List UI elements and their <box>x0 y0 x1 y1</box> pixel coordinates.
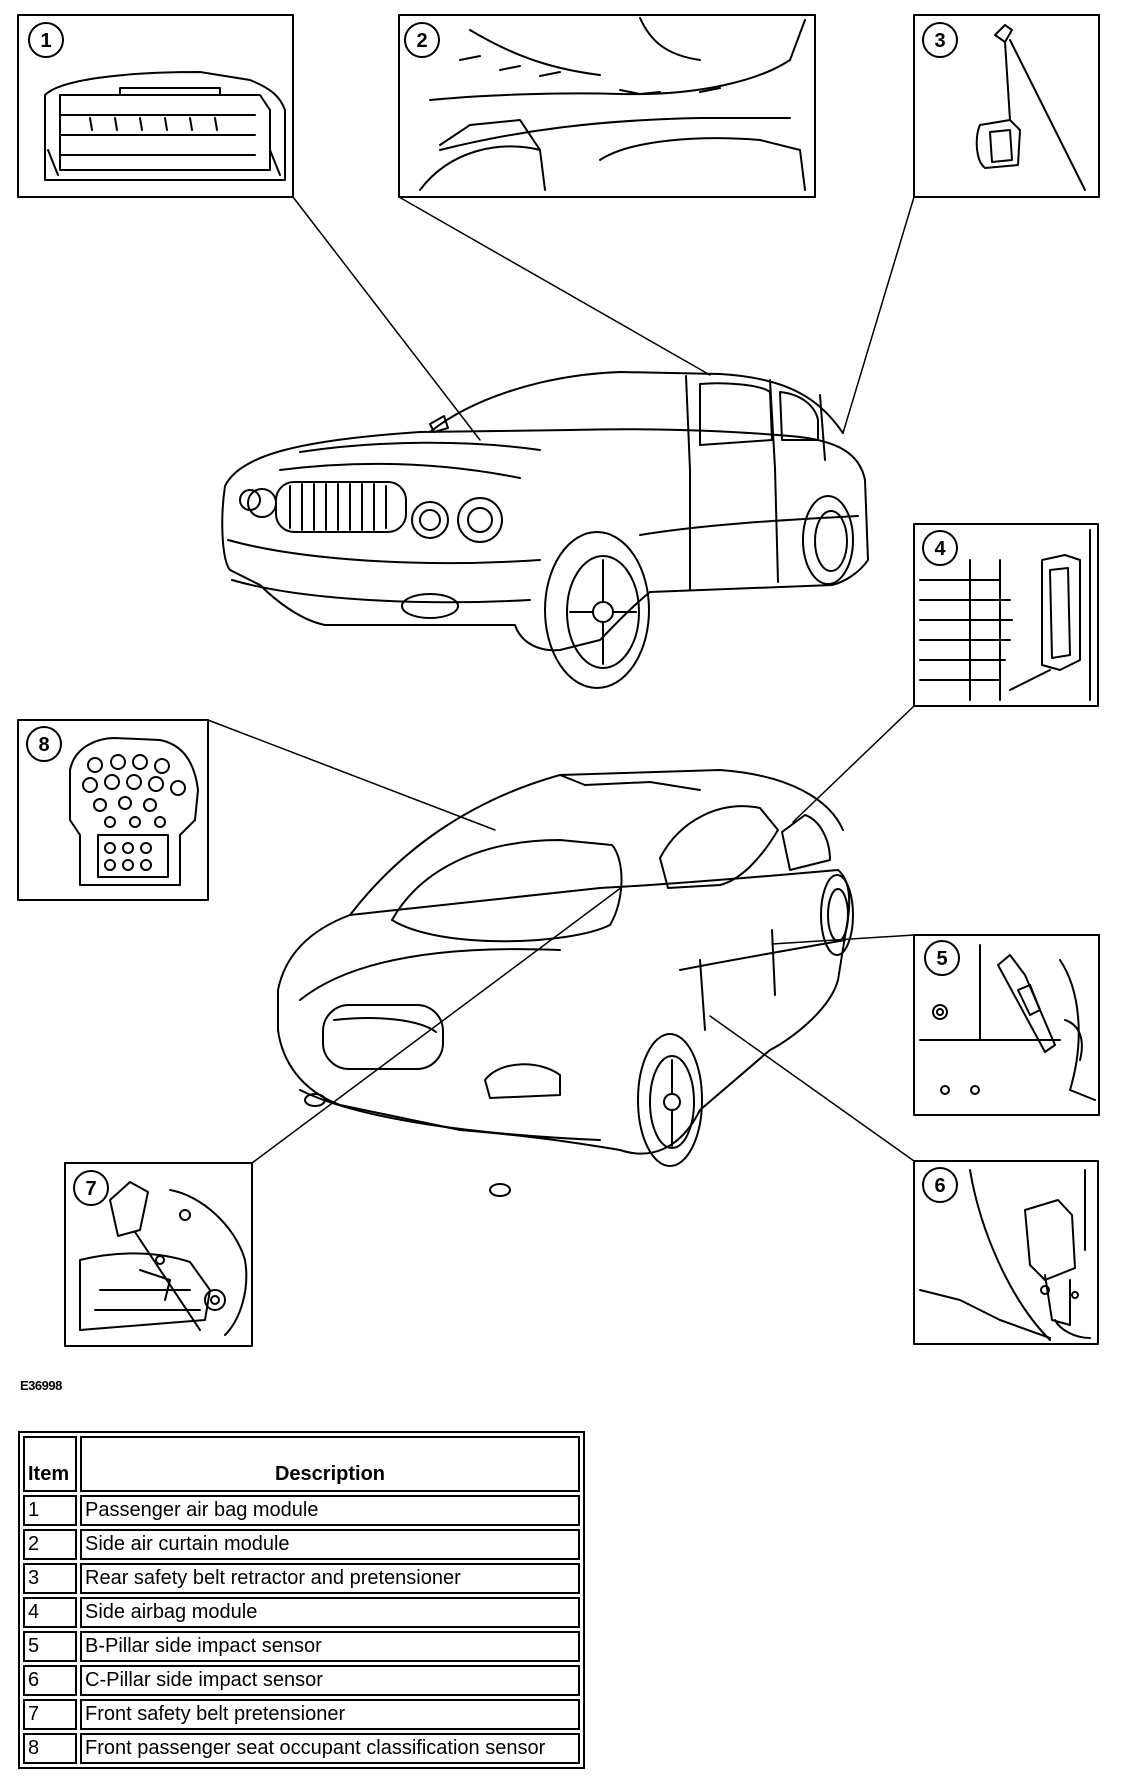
legend-item-description: C-Pillar side impact sensor <box>80 1665 580 1696</box>
legend-item-number: 3 <box>23 1563 77 1594</box>
table-row: 8 Front passenger seat occupant classifi… <box>23 1733 580 1764</box>
table-row: 3 Rear safety belt retractor and pretens… <box>23 1563 580 1594</box>
callout-8: 8 <box>38 734 49 756</box>
legend-header-item: Item <box>23 1436 77 1492</box>
callout-1: 1 <box>40 30 51 52</box>
callout-4: 4 <box>934 538 946 560</box>
panel-1: 1 <box>17 14 294 198</box>
legend-item-description: Front passenger seat occupant classifica… <box>80 1733 580 1764</box>
figure-reference-id: E36998 <box>20 1378 62 1393</box>
table-row: 2 Side air curtain module <box>23 1529 580 1560</box>
callout-7: 7 <box>85 1178 96 1200</box>
panel-5: 5 <box>913 934 1100 1116</box>
panel-8: 8 <box>17 719 209 901</box>
legend-item-number: 8 <box>23 1733 77 1764</box>
legend-item-number: 1 <box>23 1495 77 1526</box>
table-row: 1 Passenger air bag module <box>23 1495 580 1526</box>
panel-4: 4 <box>913 523 1099 707</box>
callout-2: 2 <box>416 30 427 52</box>
legend-item-description: B-Pillar side impact sensor <box>80 1631 580 1662</box>
table-row: 7 Front safety belt pretensioner <box>23 1699 580 1730</box>
legend-item-number: 2 <box>23 1529 77 1560</box>
legend-item-description: Front safety belt pretensioner <box>80 1699 580 1730</box>
panel-6: 6 <box>913 1160 1099 1345</box>
legend-header-row: Item Description <box>23 1436 580 1492</box>
panel-3: 3 <box>913 14 1100 198</box>
front-car-illustration <box>221 371 869 689</box>
legend-item-description: Rear safety belt retractor and pretensio… <box>80 1563 580 1594</box>
legend-item-description: Side air curtain module <box>80 1529 580 1560</box>
table-row: 4 Side airbag module <box>23 1597 580 1628</box>
callout-6: 6 <box>934 1175 945 1197</box>
legend-item-description: Passenger air bag module <box>80 1495 580 1526</box>
legend-item-number: 4 <box>23 1597 77 1628</box>
legend-header-description: Description <box>80 1436 580 1492</box>
panel-7: 7 <box>64 1162 253 1347</box>
legend-item-number: 6 <box>23 1665 77 1696</box>
legend-item-number: 5 <box>23 1631 77 1662</box>
rear-car-illustration <box>277 769 854 1197</box>
grille <box>275 481 407 533</box>
legend-item-number: 7 <box>23 1699 77 1730</box>
panel-2: 2 <box>398 14 816 198</box>
legend-table: Item Description 1 Passenger air bag mod… <box>18 1431 585 1769</box>
table-row: 6 C-Pillar side impact sensor <box>23 1665 580 1696</box>
callout-3: 3 <box>934 30 945 52</box>
legend-item-description: Side airbag module <box>80 1597 580 1628</box>
callout-5: 5 <box>936 948 947 970</box>
table-row: 5 B-Pillar side impact sensor <box>23 1631 580 1662</box>
leader-lines <box>207 196 915 1164</box>
